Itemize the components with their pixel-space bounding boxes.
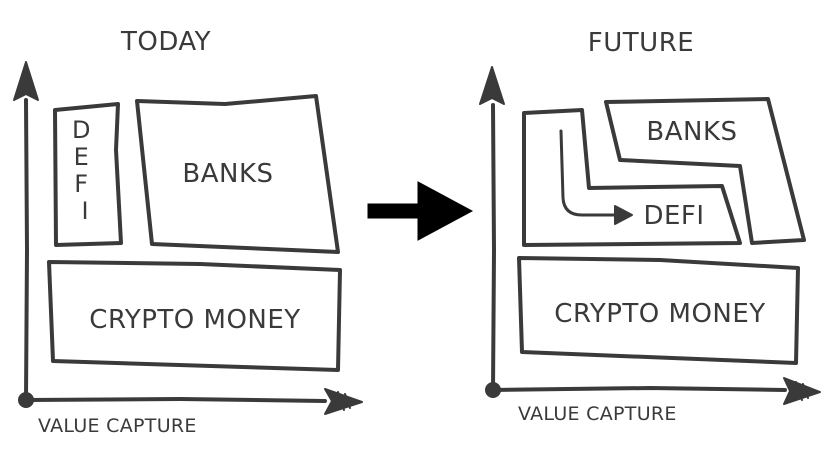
future-origin-dot — [485, 382, 501, 398]
future-y-axis — [479, 66, 505, 392]
today-origin-dot — [18, 392, 34, 408]
future-banks-box: BANKS — [604, 97, 806, 245]
future-x-axis — [491, 377, 821, 405]
future-crypto-money-label: CRYPTO MONEY — [554, 299, 765, 329]
future-defi-box: DEFI — [522, 108, 742, 247]
today-title: TODAY — [120, 27, 211, 57]
today-crypto-money-label: CRYPTO MONEY — [89, 305, 300, 335]
future-title: FUTURE — [588, 28, 694, 58]
today-x-axis-label: VALUE CAPTURE — [38, 415, 197, 437]
today-banks-box: BANKS — [135, 94, 340, 254]
today-defi-letter-3: F — [74, 170, 88, 198]
future-crypto-money-box: CRYPTO MONEY — [517, 256, 800, 365]
today-defi-letter-4: I — [81, 197, 88, 225]
svg-text:D E F: D E F I — [72, 116, 98, 225]
future-panel: FUTURE VALUE CAPTURE BANKS DEFI — [479, 28, 821, 425]
today-crypto-money-box: CRYPTO MONEY — [47, 260, 342, 372]
today-defi-box: D E F I — [53, 102, 123, 247]
defi-growth-arrow — [559, 129, 617, 217]
transition-arrow — [367, 181, 474, 241]
today-defi-letter-2: E — [74, 143, 89, 171]
future-banks-label: BANKS — [646, 117, 737, 147]
defi-growth-arrowhead-icon — [614, 205, 633, 225]
today-y-axis — [13, 61, 39, 402]
today-y-axis-arrowhead-icon — [13, 61, 39, 101]
today-x-axis-arrowhead-icon — [324, 388, 363, 415]
future-x-axis-label: VALUE CAPTURE — [518, 403, 677, 425]
today-x-axis — [24, 388, 363, 415]
right-arrow-icon — [367, 181, 474, 241]
future-defi-label: DEFI — [643, 201, 704, 231]
today-panel: TODAY VALUE CAPTURE D E F I — [13, 27, 363, 437]
today-banks-label: BANKS — [182, 159, 273, 189]
future-y-axis-arrowhead-icon — [479, 66, 505, 105]
today-defi-letter-1: D — [72, 116, 90, 144]
